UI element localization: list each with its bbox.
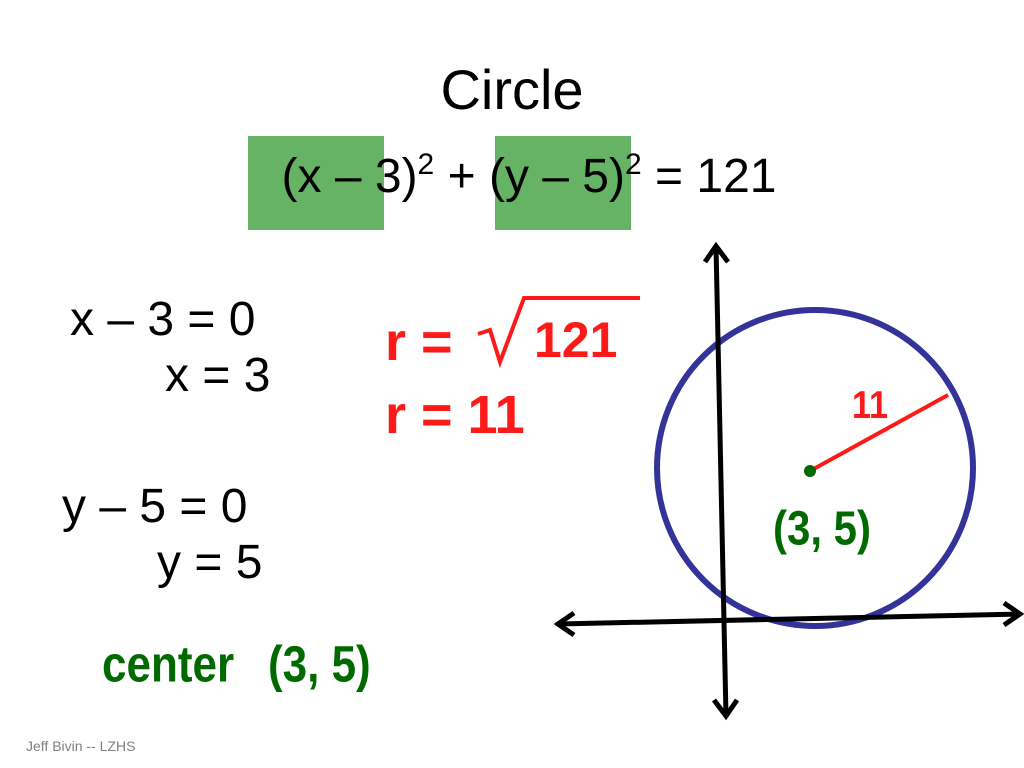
square-root-icon bbox=[477, 296, 640, 368]
equation-x-term: x – 3 bbox=[297, 150, 402, 203]
slide-title: Circle bbox=[440, 58, 584, 121]
y-axis-arrow-bottom bbox=[712, 698, 740, 721]
radius-result: r = 11 bbox=[385, 385, 525, 445]
circle-shape bbox=[654, 307, 976, 629]
equation-paren-close-x: ) bbox=[401, 150, 418, 203]
x-axis bbox=[557, 611, 1021, 627]
solve-y-step1: y – 5 = 0 bbox=[62, 480, 248, 533]
y-axis-arrow-top bbox=[702, 241, 730, 264]
radius-equation-prefix: r = bbox=[385, 312, 453, 372]
y-axis bbox=[713, 245, 729, 717]
footer-credit: Jeff Bivin -- LZHS bbox=[26, 738, 136, 754]
y-term-highlight bbox=[495, 136, 631, 230]
equation-x-exponent: 2 bbox=[417, 148, 435, 181]
solve-x-step2: x = 3 bbox=[165, 349, 271, 402]
equation-plus: + bbox=[447, 150, 476, 203]
x-axis-arrow-left bbox=[553, 610, 576, 638]
solve-x-step1: x – 3 = 0 bbox=[70, 293, 256, 346]
equation-paren-open-x: ( bbox=[281, 150, 298, 203]
equation-rhs: = 121 bbox=[655, 150, 777, 203]
equation-paren-close-y: ) bbox=[609, 150, 625, 203]
center-label: center bbox=[102, 636, 235, 693]
circle-equation: (x – 3)2 + (y – 5)2 = 121 bbox=[0, 150, 1024, 201]
center-value: (3, 5) bbox=[268, 636, 371, 693]
x-axis-arrow-right bbox=[1002, 600, 1024, 628]
radius-radicand: 121 bbox=[534, 312, 618, 368]
equation-y-term: y – 5 bbox=[504, 150, 609, 203]
radius-segment bbox=[809, 393, 949, 473]
center-point-label: (3, 5) bbox=[773, 500, 872, 555]
center-point bbox=[804, 465, 816, 477]
equation-y-exponent: 2 bbox=[624, 148, 642, 181]
solve-y-step2: y = 5 bbox=[157, 536, 263, 589]
radius-label: 11 bbox=[852, 383, 888, 428]
x-term-highlight bbox=[248, 136, 384, 230]
equation-paren-open-y: ( bbox=[488, 150, 505, 203]
